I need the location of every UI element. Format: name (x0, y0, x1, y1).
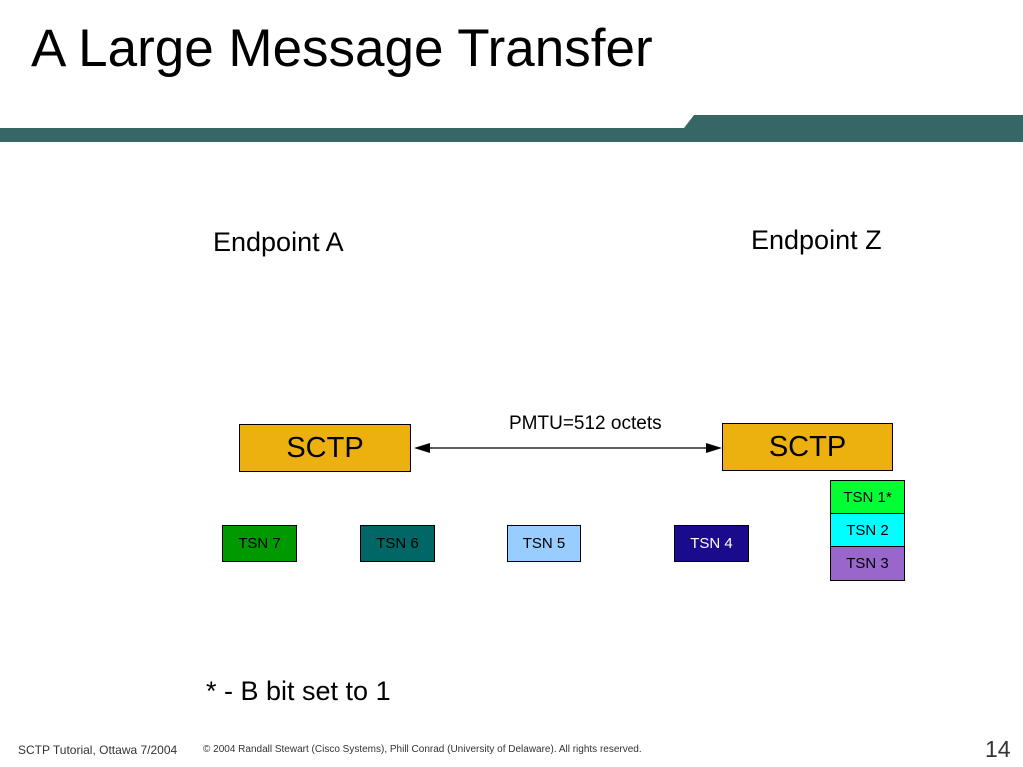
slide-title: A Large Message Transfer (31, 19, 653, 78)
tsn-queue-item: TSN 5 (507, 525, 581, 562)
page-number: 14 (985, 736, 1011, 762)
arrowhead-right-icon (706, 443, 722, 453)
tsn-received-item: TSN 2 (830, 513, 905, 547)
tsn-queue-item: TSN 4 (674, 525, 749, 562)
tsn-queue-item: TSN 7 (222, 525, 297, 562)
title-band (0, 115, 1023, 142)
sctp-box-endpoint-a: SCTP (239, 424, 411, 472)
footnote: * - B bit set to 1 (206, 676, 391, 706)
tsn-received-item: TSN 1* (830, 480, 905, 514)
sctp-box-endpoint-z: SCTP (722, 423, 893, 471)
endpoint-z-label: Endpoint Z (751, 225, 882, 255)
endpoint-a-label: Endpoint A (213, 227, 344, 257)
footer-copyright: © 2004 Randall Stewart (Cisco Systems), … (203, 744, 642, 755)
footer-tutorial-label: SCTP Tutorial, Ottawa 7/2004 (18, 743, 178, 757)
tsn-queue-item: TSN 6 (360, 525, 435, 562)
pmtu-label: PMTU=512 octets (509, 413, 662, 434)
tsn-received-item: TSN 3 (830, 546, 905, 581)
arrowhead-left-icon (414, 443, 430, 453)
